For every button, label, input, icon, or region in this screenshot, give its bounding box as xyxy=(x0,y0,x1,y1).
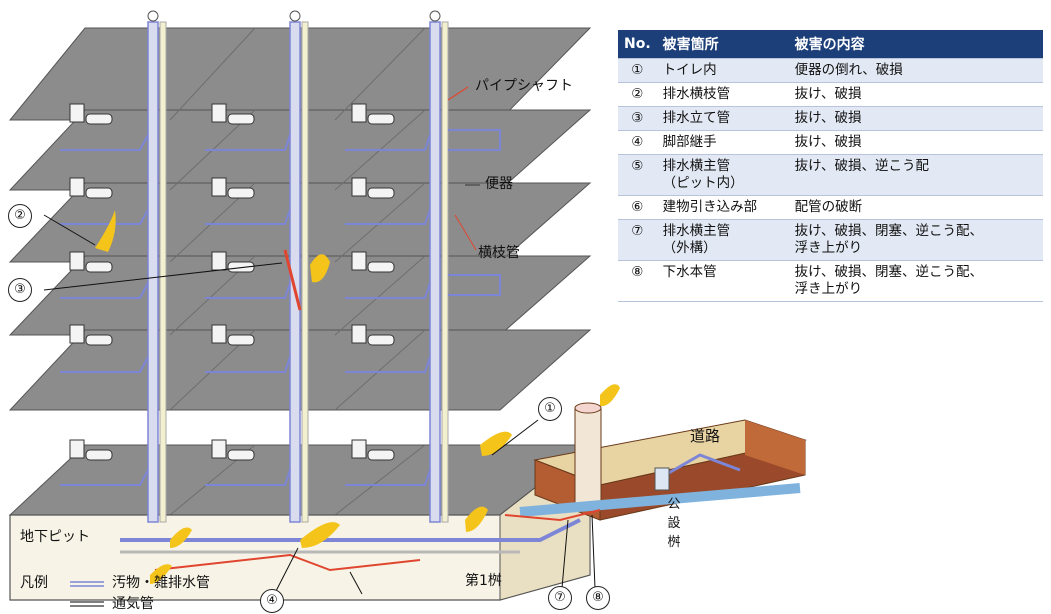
legend-drain-label: 汚物・雑排水管 xyxy=(112,575,210,591)
road xyxy=(504,402,807,522)
toilet-label: 便器 xyxy=(485,176,513,192)
cell-no: ⑤ xyxy=(618,154,657,196)
marker-2-leader xyxy=(43,214,96,246)
cell-no: ① xyxy=(618,58,657,83)
damage-marker-7: ⑦ xyxy=(548,586,572,610)
marker-8-leader xyxy=(591,514,596,589)
damage-marker-2: ② xyxy=(8,204,32,228)
pipe-shaft-label: パイプシャフト xyxy=(475,78,573,94)
toilet-row-3 xyxy=(69,251,395,273)
header-damage: 被害の内容 xyxy=(788,30,1043,59)
table-header-row: No. 被害箇所 被害の内容 xyxy=(618,30,1043,59)
cell-damage: 抜け、破損 xyxy=(788,106,1043,131)
road-label: 道路 xyxy=(690,427,721,445)
cell-damage: 抜け、破損 xyxy=(788,82,1043,107)
cell-no: ⑧ xyxy=(618,260,657,302)
cell-no: ⑦ xyxy=(618,219,657,261)
marker-7-leader xyxy=(561,519,569,589)
legend-title: 凡例 xyxy=(20,575,48,591)
toilet-row-2 xyxy=(69,324,395,346)
cell-damage: 抜け、破損、逆こう配 xyxy=(788,154,1043,196)
legend-swatches xyxy=(70,581,104,607)
cell-no: ⑥ xyxy=(618,195,657,220)
marker-1-leader xyxy=(491,419,539,456)
header-location: 被害箇所 xyxy=(656,30,789,59)
branch-pipes xyxy=(60,129,501,486)
damage-marker-4: ④ xyxy=(260,589,284,613)
toilet-row-4 xyxy=(69,177,395,199)
marker-4-leader xyxy=(274,547,299,594)
cell-no: ④ xyxy=(618,130,657,155)
toilets xyxy=(69,103,395,461)
damage-flames xyxy=(95,210,620,584)
header-no: No. xyxy=(618,30,657,59)
cell-damage: 抜け、破損、閉塞、逆こう配、 浮き上がり xyxy=(788,260,1043,302)
cell-location: 排水横主管 （外構） xyxy=(656,219,789,261)
cell-damage: 便器の倒れ、破損 xyxy=(788,58,1043,83)
damage-marker-8: ⑧ xyxy=(586,586,610,610)
branch-pipe-label: 横枝管 xyxy=(478,245,520,261)
branch-leader xyxy=(454,214,477,251)
pipe-shaft-leader xyxy=(447,86,469,101)
public-basin-label: 公設桝 xyxy=(667,497,681,550)
toilet-row-1 xyxy=(69,439,395,461)
cell-location: 排水横主管 （ピット内） xyxy=(656,154,789,196)
cell-location: トイレ内 xyxy=(656,58,789,83)
damage-marker-3: ③ xyxy=(8,278,32,302)
first-basin-label: 第1桝 xyxy=(465,573,502,589)
cell-location: 下水本管 xyxy=(656,260,789,302)
damage-marker-1: ① xyxy=(538,397,562,421)
pit-main-pipes xyxy=(120,518,581,572)
cell-damage: 配管の破断 xyxy=(788,195,1043,220)
cell-location: 排水立て管 xyxy=(656,106,789,131)
cell-location: 建物引き込み部 xyxy=(656,195,789,220)
drain-stacks xyxy=(147,10,449,523)
cell-location: 脚部継手 xyxy=(656,130,789,155)
legend-vent-label: 通気管 xyxy=(112,596,154,612)
cell-damage: 抜け、破損 xyxy=(788,130,1043,155)
marker-3-leader xyxy=(43,262,283,291)
cell-no: ③ xyxy=(618,106,657,131)
basement-pit-label: 地下ピット xyxy=(20,529,90,545)
cell-no: ② xyxy=(618,82,657,107)
broken-stack-mark xyxy=(283,249,302,311)
pit-arrow-leader xyxy=(349,571,363,595)
cell-damage: 抜け、破損、閉塞、逆こう配、 浮き上がり xyxy=(788,219,1043,261)
toilet-row-5 xyxy=(69,103,395,125)
cell-location: 排水横枝管 xyxy=(656,82,789,107)
